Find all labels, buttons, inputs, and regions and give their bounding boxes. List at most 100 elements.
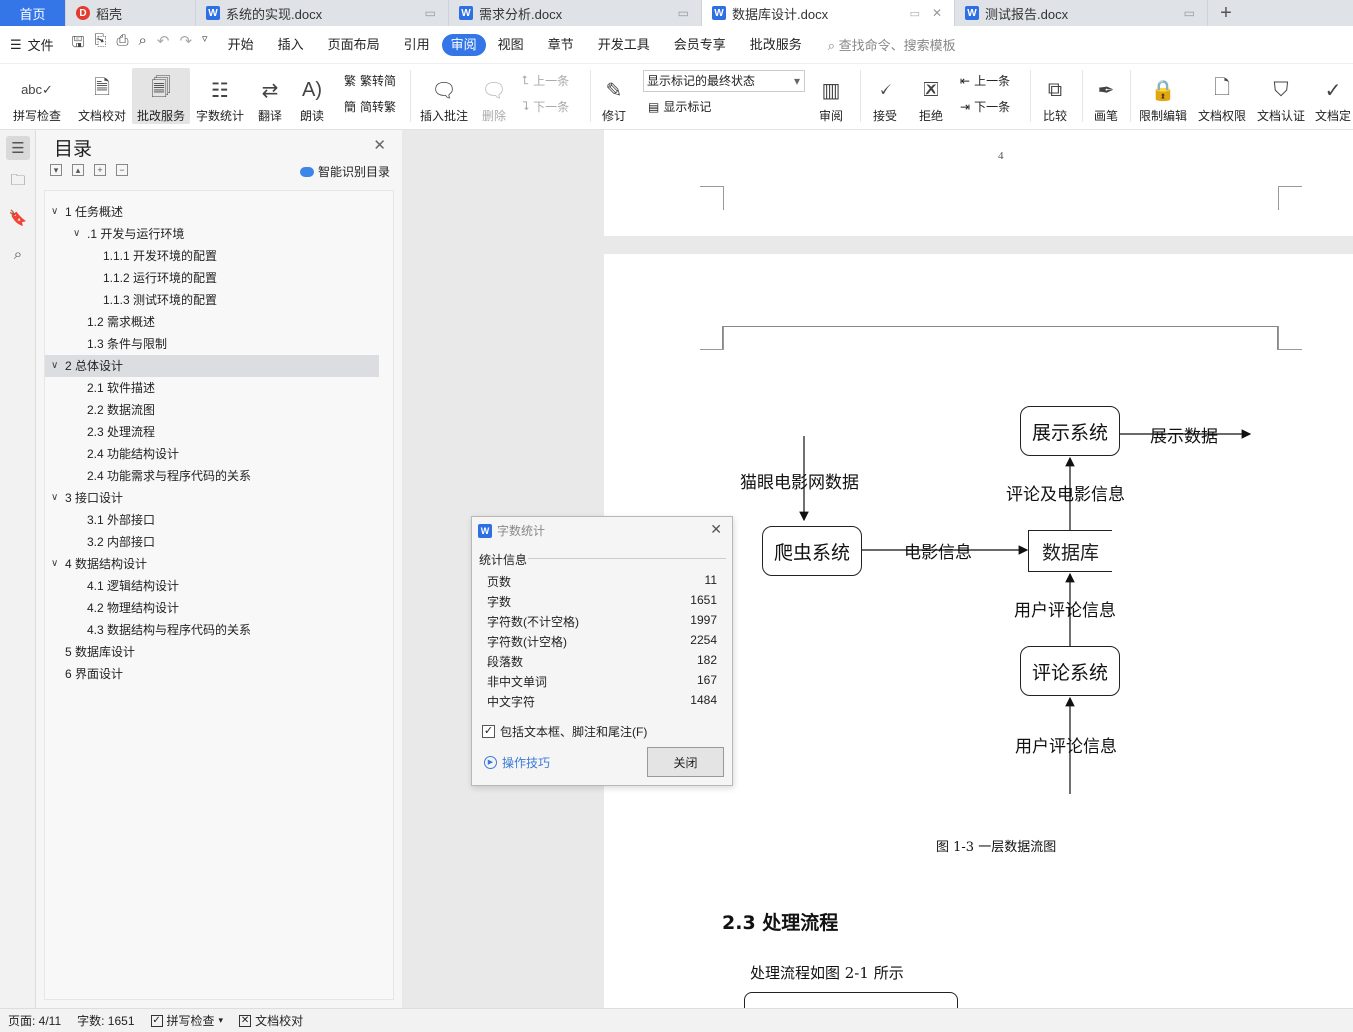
- trad-to-simp-button[interactable]: 繁繁转简: [344, 72, 396, 89]
- menu-correction-service[interactable]: 批改服务: [749, 36, 802, 52]
- undo-icon[interactable]: ↶: [156, 33, 170, 50]
- save-icon[interactable]: 🖫: [71, 34, 85, 51]
- toc-nav-icon[interactable]: ☰: [6, 136, 30, 160]
- status-proofread[interactable]: ✕ 文档校对: [231, 1012, 311, 1029]
- menu-reference[interactable]: 引用: [403, 36, 430, 52]
- file-menu-button[interactable]: ☰ 文件: [0, 35, 64, 54]
- menu-start[interactable]: 开始: [227, 36, 254, 52]
- close-icon[interactable]: ✕: [931, 6, 942, 20]
- compare-button[interactable]: ⧉ 比较: [1036, 68, 1074, 124]
- tab-doc-database-design[interactable]: W 数据库设计.docx ▭ ✕: [702, 0, 955, 26]
- search-icon[interactable]: ⌕: [13, 245, 23, 263]
- new-tab-plus-icon[interactable]: +: [1220, 1, 1232, 24]
- close-icon[interactable]: ✕: [710, 521, 722, 537]
- toc-item[interactable]: 5 数据库设计: [65, 641, 135, 663]
- markup-state-select[interactable]: 显示标记的最终状态: [643, 70, 805, 92]
- chevron-down-icon[interactable]: ∨: [51, 360, 59, 371]
- doc-certify-button[interactable]: ⛉ 文档认证: [1254, 68, 1308, 124]
- delete-comment-button[interactable]: 🗨 删除: [476, 68, 512, 124]
- tab-doc-requirements[interactable]: W 需求分析.docx ▭: [449, 0, 702, 26]
- toc-item[interactable]: 2.2 数据流图: [87, 399, 155, 421]
- toc-item[interactable]: 4.2 物理结构设计: [87, 597, 179, 619]
- smart-toc-button[interactable]: 智能识别目录: [299, 163, 390, 180]
- review-pane-button[interactable]: ▥ 审阅: [812, 68, 850, 124]
- toc-item[interactable]: ∨.1 开发与运行环境: [73, 223, 184, 245]
- translate-button[interactable]: ⇄ 翻译: [252, 68, 288, 124]
- bookmark-icon[interactable]: 🔖: [8, 210, 28, 227]
- show-markup-button[interactable]: ▤显示标记: [648, 98, 711, 115]
- menu-member[interactable]: 会员专享: [673, 36, 726, 52]
- chevron-down-icon[interactable]: ∨: [51, 558, 59, 569]
- correction-service-button[interactable]: 🗐 批改服务: [132, 68, 190, 124]
- monitor-icon[interactable]: ▭: [677, 6, 689, 20]
- collapse-all-icon[interactable]: ▾: [50, 164, 62, 176]
- export-pdf-icon[interactable]: ⎘: [94, 32, 107, 49]
- tab-doc-test-report[interactable]: W 测试报告.docx ▭: [955, 0, 1208, 26]
- toc-item[interactable]: ∨1 任务概述: [51, 201, 123, 223]
- monitor-icon[interactable]: ▭: [424, 6, 436, 20]
- remove-heading-icon[interactable]: −: [116, 164, 128, 176]
- command-search[interactable]: ⌕ 查找命令、搜索模板: [828, 35, 956, 54]
- toc-item[interactable]: 2.4 功能结构设计: [87, 443, 179, 465]
- monitor-icon[interactable]: ▭: [1183, 6, 1195, 20]
- toc-item[interactable]: 1.3 条件与限制: [87, 333, 167, 355]
- prev-change-button[interactable]: ⇤上一条: [960, 72, 1010, 89]
- spell-check-button[interactable]: abc✓ 拼写检查: [8, 68, 66, 124]
- expand-up-icon[interactable]: ▴: [72, 164, 84, 176]
- tab-doc-implementation[interactable]: W 系统的实现.docx ▭: [196, 0, 449, 26]
- toc-item[interactable]: 3.1 外部接口: [87, 509, 155, 531]
- chevron-down-icon[interactable]: ▿: [202, 33, 208, 45]
- toc-item[interactable]: 1.2 需求概述: [87, 311, 155, 333]
- toc-item[interactable]: 6 界面设计: [65, 663, 123, 685]
- chevron-down-icon[interactable]: ∨: [51, 492, 59, 503]
- toc-item[interactable]: ∨4 数据结构设计: [51, 553, 147, 575]
- toc-item[interactable]: 4.3 数据结构与程序代码的关系: [87, 619, 251, 641]
- next-comment-button[interactable]: ⮧下一条: [522, 98, 569, 115]
- toc-item[interactable]: 1.1.3 测试环境的配置: [103, 289, 217, 311]
- menu-dev-tools[interactable]: 开发工具: [597, 36, 650, 52]
- page-indicator[interactable]: 页面: 4/11: [8, 1014, 62, 1028]
- doc-finalize-button[interactable]: ✓ 文档定: [1314, 68, 1352, 124]
- tab-docer[interactable]: D 稻壳: [66, 0, 196, 26]
- redo-icon[interactable]: ↷: [179, 33, 193, 50]
- menu-page-layout[interactable]: 页面布局: [327, 36, 380, 52]
- word-count-indicator[interactable]: 字数: 1651: [77, 1014, 135, 1028]
- chapter-nav-icon[interactable]: 🗀: [10, 171, 26, 189]
- tab-home[interactable]: 首页: [0, 0, 66, 26]
- print-icon[interactable]: ⎙: [116, 32, 129, 49]
- prev-comment-button[interactable]: ⮤上一条: [522, 72, 569, 89]
- status-spell-check[interactable]: ✓ 拼写检查 ▾: [143, 1012, 232, 1029]
- toc-item[interactable]: 1.1.1 开发环境的配置: [103, 245, 217, 267]
- insert-comment-button[interactable]: 🗨 插入批注: [418, 68, 470, 124]
- doc-permission-button[interactable]: 🗋 文档权限: [1196, 68, 1248, 124]
- menu-view[interactable]: 视图: [497, 36, 524, 52]
- close-icon[interactable]: ✕: [373, 137, 386, 154]
- toc-item[interactable]: 2.4 功能需求与程序代码的关系: [87, 465, 251, 487]
- chevron-down-icon[interactable]: ∨: [51, 206, 59, 217]
- reject-button[interactable]: 🗷 拒绝: [912, 68, 950, 124]
- menu-chapter[interactable]: 章节: [547, 36, 574, 52]
- toc-item[interactable]: 4.1 逻辑结构设计: [87, 575, 179, 597]
- proofread-button[interactable]: 🗎 文档校对: [74, 68, 130, 124]
- menu-insert[interactable]: 插入: [277, 36, 304, 52]
- toc-item[interactable]: 1.1.2 运行环境的配置: [103, 267, 217, 289]
- pen-button[interactable]: ✒ 画笔: [1088, 68, 1124, 124]
- close-button[interactable]: 关闭: [647, 747, 724, 777]
- add-heading-icon[interactable]: +: [94, 164, 106, 176]
- toc-item[interactable]: 3.2 内部接口: [87, 531, 155, 553]
- next-change-button[interactable]: ⇥下一条: [960, 98, 1010, 115]
- track-changes-button[interactable]: ✎ 修订: [596, 68, 632, 124]
- toc-item[interactable]: ∨2 总体设计: [45, 355, 379, 377]
- read-aloud-button[interactable]: A) 朗读: [296, 68, 328, 124]
- menu-review[interactable]: 审阅: [441, 33, 486, 56]
- monitor-icon[interactable]: ▭: [909, 7, 920, 20]
- toc-item[interactable]: ∨3 接口设计: [51, 487, 123, 509]
- include-textbox-checkbox[interactable]: ✓ 包括文本框、脚注和尾注(F): [482, 723, 647, 740]
- print-preview-icon[interactable]: ⌕: [138, 32, 147, 49]
- accept-button[interactable]: 🗸 接受: [866, 68, 904, 124]
- simp-to-trad-button[interactable]: 簡简转繁: [344, 98, 396, 115]
- toc-item[interactable]: 2.3 处理流程: [87, 421, 155, 443]
- chevron-down-icon[interactable]: ∨: [73, 228, 81, 239]
- word-count-button[interactable]: ☷ 字数统计: [192, 68, 248, 124]
- tips-link[interactable]: ▶ 操作技巧: [484, 754, 550, 771]
